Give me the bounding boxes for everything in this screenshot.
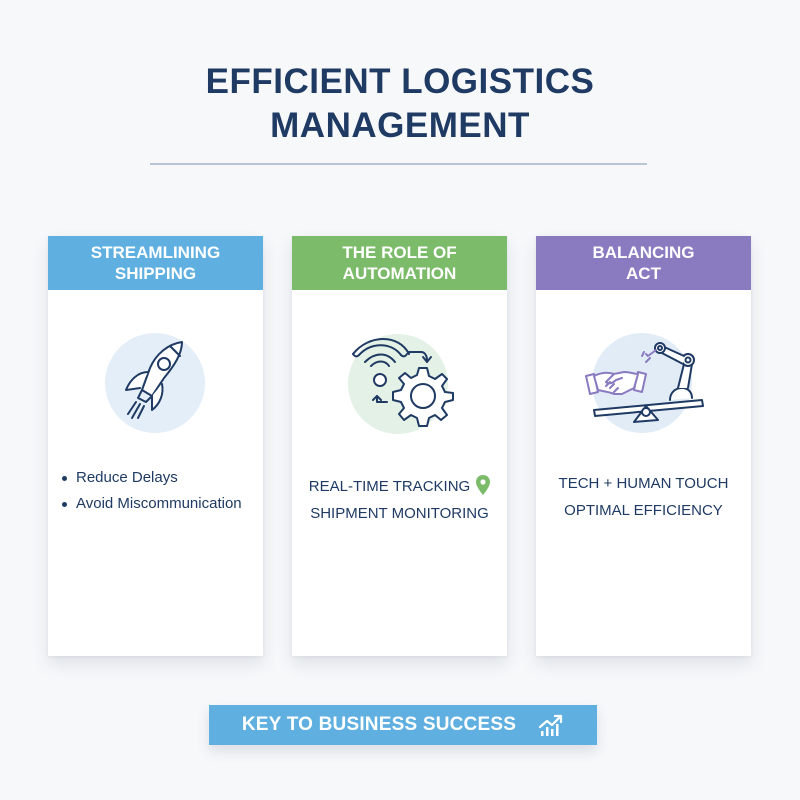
page-title: EFFICIENT LOGISTICS MANAGEMENT [0, 60, 800, 148]
list-item: TECH + HUMAN TOUCH [536, 470, 751, 497]
list-item-text: Reduce Delays [76, 469, 178, 486]
rocket-icon [125, 341, 183, 419]
card-title-line-2: ACT [626, 264, 661, 283]
list-item: OPTIMAL EFFICIENCY [536, 497, 751, 524]
title-line-1: EFFICIENT LOGISTICS [205, 62, 595, 101]
footer-banner: KEY TO BUSINESS SUCCESS [209, 705, 597, 745]
title-line-2: MANAGEMENT [270, 106, 530, 145]
list-item: Avoid Miscommunication [62, 491, 242, 517]
bullet-dot [62, 475, 67, 481]
footer-label: KEY TO BUSINESS SUCCESS [241, 714, 517, 735]
feature-list: REAL-TIME TRACKING SHIPMENT MONITORING [292, 473, 507, 527]
bullet-dot [62, 501, 67, 507]
card-title-line-1: STREAMLINING [90, 243, 221, 262]
card-title-line-2: SHIPPING [114, 264, 197, 283]
list-item: SHIPMENT MONITORING [292, 500, 507, 527]
growth-chart-icon [538, 714, 563, 736]
card-role-of-automation: THE ROLE OF AUTOMATION REAL-TIME TRACKIN… [292, 236, 507, 656]
list-item-text: Avoid Miscommunication [76, 495, 242, 512]
card-streamlining-shipping: STREAMLINING SHIPPING Reduce Delays Avoi… [48, 236, 263, 656]
card-title-line-1: BALANCING [592, 243, 695, 262]
list-item-text: OPTIMAL EFFICIENCY [564, 502, 723, 519]
title-divider [150, 163, 647, 165]
card-header: BALANCING ACT [536, 236, 751, 290]
list-item-text: TECH + HUMAN TOUCH [558, 475, 729, 492]
card-header: STREAMLINING SHIPPING [48, 236, 263, 290]
card-header: THE ROLE OF AUTOMATION [292, 236, 507, 290]
list-item-text: REAL-TIME TRACKING [308, 478, 471, 495]
card-title-line-1: THE ROLE OF [342, 243, 457, 262]
handshake-robot-arm-scale-icon [585, 342, 704, 423]
feature-list: TECH + HUMAN TOUCH OPTIMAL EFFICIENCY [536, 470, 751, 524]
list-item-text: SHIPMENT MONITORING [310, 505, 489, 522]
card-balancing-act: BALANCING ACT [536, 236, 751, 656]
list-item: REAL-TIME TRACKING [308, 473, 491, 500]
wifi-gear-automation-icon [352, 338, 454, 427]
bullet-list: Reduce Delays Avoid Miscommunication [62, 465, 242, 517]
list-item: Reduce Delays [62, 465, 242, 491]
location-pin-icon [476, 474, 491, 495]
card-title-line-2: AUTOMATION [342, 264, 457, 283]
